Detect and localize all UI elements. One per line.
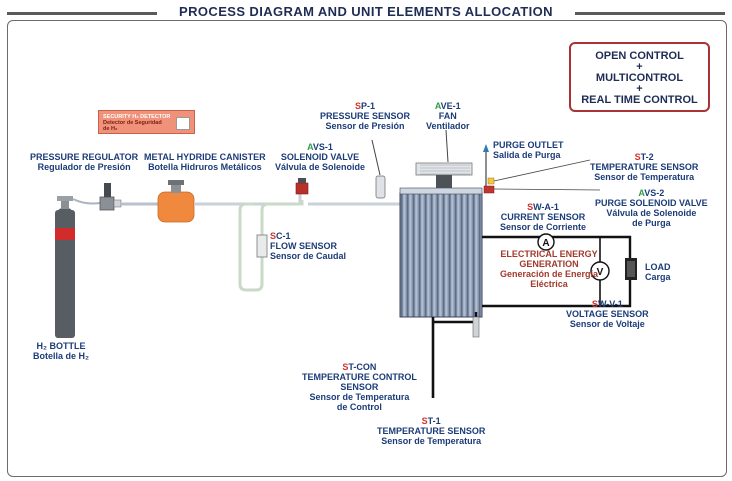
- pressure-sensor-sp1: [371, 139, 386, 199]
- ammeter-icon: [537, 233, 555, 251]
- sp1-label: SP-1 PRESSURE SENSOR Sensor de Presión: [320, 101, 411, 131]
- security-h2-detector: SECURITY H₂ DETECTOR Detector de Segurid…: [98, 110, 195, 134]
- pipe-flow-loop: [238, 200, 304, 292]
- ave1-label: AVE-1 FAN Ventilador: [426, 101, 470, 131]
- voltmeter-icon: [590, 261, 610, 281]
- metal-hydride-label: METAL HYDRIDE CANISTER Botella Hidruros …: [144, 152, 266, 172]
- pipe-bottle-regulator: [72, 198, 101, 205]
- avs2-label: AVS-2 PURGE SOLENOID VALVE Válvula de So…: [595, 188, 708, 228]
- fan-ave1: [415, 129, 473, 188]
- swa1-label: SW-A-1 CURRENT SENSOR Sensor de Corrient…: [500, 202, 587, 232]
- st1-label: ST-1 TEMPERATURE SENSOR Sensor de Temper…: [377, 416, 486, 446]
- fuel-cell-stack: [399, 187, 483, 318]
- purge-outlet-label: PURGE OUTLET Salida de Purga: [493, 140, 564, 160]
- pressure-regulator-label: PRESSURE REGULATOR Regulador de Presión: [30, 152, 139, 172]
- header-rule-right: [575, 12, 725, 15]
- swv1-label: SW-V-1 VOLTAGE SENSOR Sensor de Voltaje: [566, 299, 649, 329]
- solenoid-valve-avs1: [295, 178, 309, 195]
- metal-hydride-canister: [157, 180, 195, 223]
- pipe-canister-valve: [194, 193, 302, 206]
- control-modes-box: OPEN CONTROL + MULTICONTROL + REAL TIME …: [569, 42, 710, 112]
- detector-window: [176, 117, 190, 130]
- page-title: PROCESS DIAGRAM AND UNIT ELEMENTS ALLOCA…: [0, 4, 732, 19]
- sc1-label: SC-1 FLOW SENSOR Sensor de Caudal: [270, 231, 347, 261]
- stcon-label: ST-CON TEMPERATURE CONTROL SENSOR Sensor…: [302, 362, 417, 412]
- h2-bottle: [55, 196, 75, 338]
- electrical-energy-generation-label: ELECTRICAL ENERGY GENERATION Generación …: [499, 249, 599, 289]
- avs1-label: AVS-1 SOLENOID VALVE Válvula de Solenoid…: [275, 142, 366, 172]
- pressure-regulator: [99, 183, 122, 211]
- purge-solenoid-valve-avs2: [483, 185, 495, 194]
- h2-bottle-label: H₂ BOTTLE Botella de H₂: [33, 341, 90, 361]
- st2-label: ST-2 TEMPERATURE SENSOR Sensor de Temper…: [590, 152, 699, 182]
- temperature-sensor-st2: [487, 177, 495, 185]
- flow-sensor-sc1: [256, 234, 268, 258]
- ammeter-symbol: A: [542, 238, 549, 249]
- voltmeter-symbol: V: [597, 267, 604, 278]
- header-rule-left: [7, 12, 157, 15]
- purge-line: [483, 144, 601, 194]
- load-label: LOAD Carga: [645, 262, 671, 282]
- temperature-probes: [431, 312, 480, 398]
